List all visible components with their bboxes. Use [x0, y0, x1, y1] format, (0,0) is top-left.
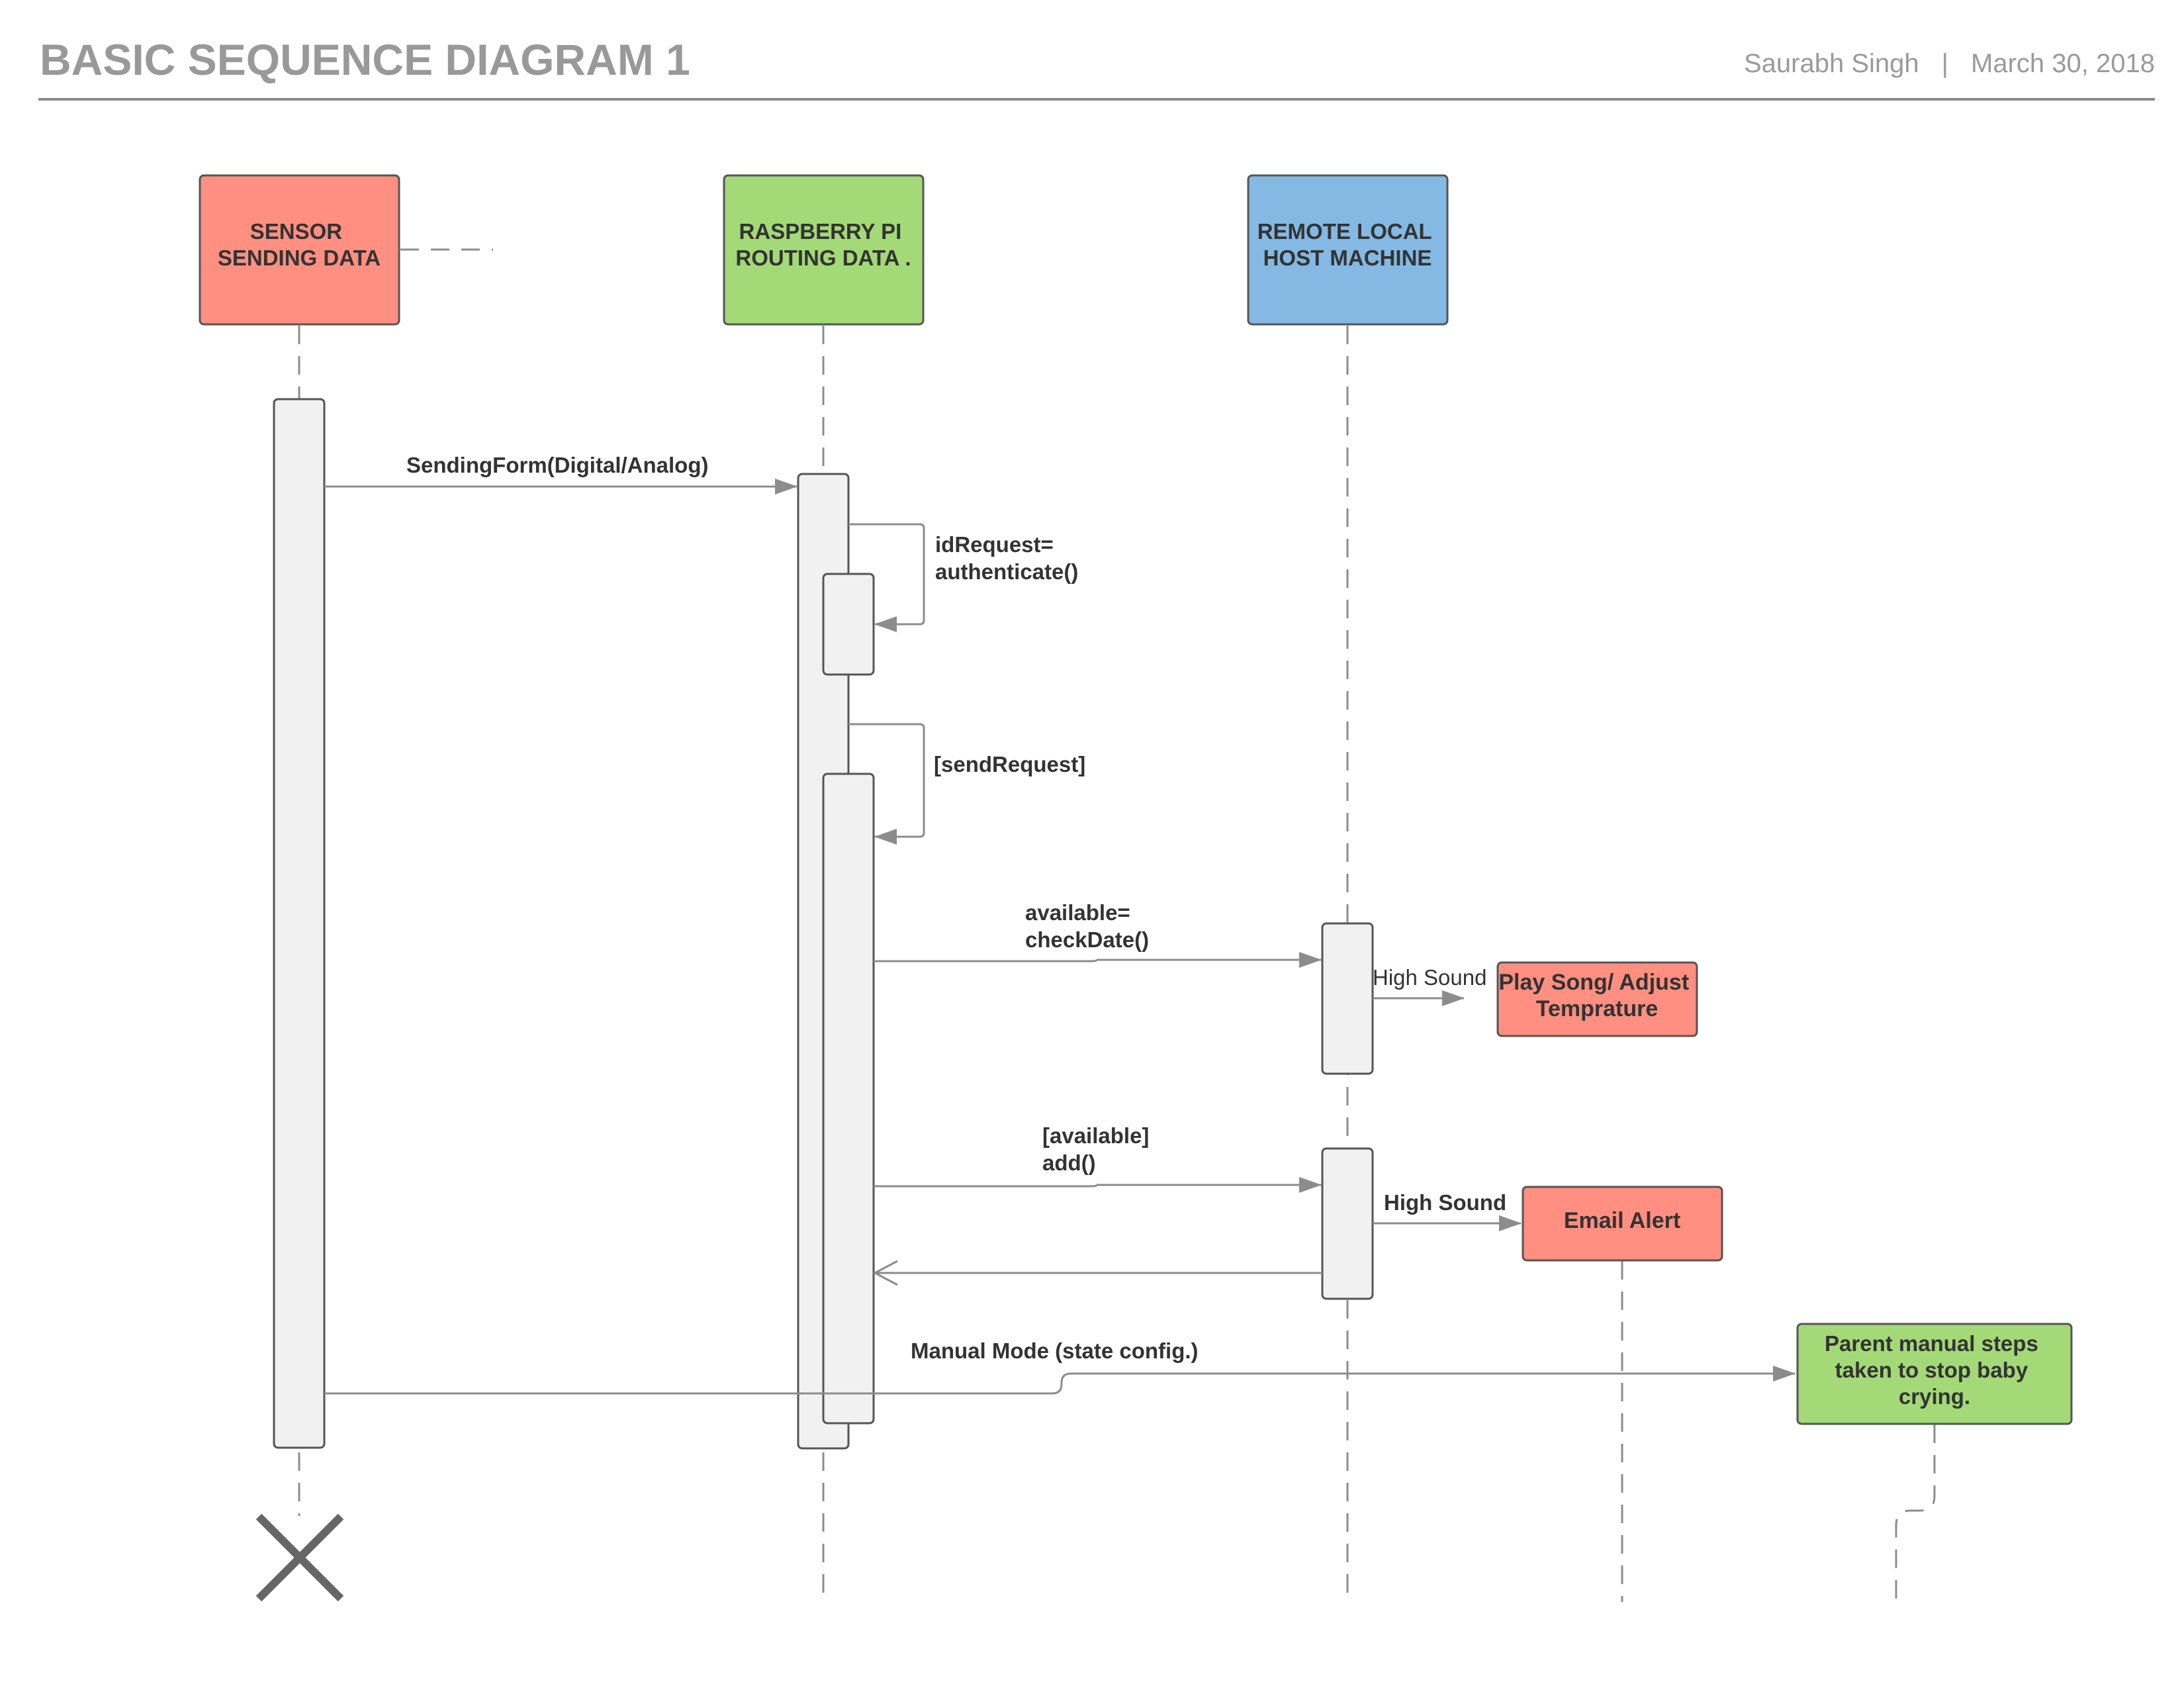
message-label-send-request: [sendRequest] [934, 752, 1085, 776]
participant-remote: REMOTE LOCAL HOST MACHINE [1247, 174, 1449, 326]
outcome-box-parent-steps [1796, 1323, 2073, 1425]
message-label-sending-form: SendingForm(Digital/Analog) [406, 453, 708, 477]
message-label-high-sound-2: High Sound [1384, 1190, 1506, 1215]
svg-text:Manual Mode (state config.): Manual Mode (state config.) [911, 1338, 1199, 1363]
date: March 30, 2018 [1971, 49, 2155, 78]
activation-remote-2 [1321, 1147, 1374, 1300]
participant-label-raspberry-2: ROUTING DATA . [735, 246, 911, 270]
svg-text:High Sound: High Sound [1373, 965, 1486, 990]
participant-label-raspberry-1: RASPBERRY PI [739, 219, 902, 244]
svg-text:SENSOR SENDING DATA: SENSOR SENDING DATA [218, 219, 381, 270]
participant-raspberry: RASPBERRY PI ROUTING DATA . [723, 174, 925, 326]
participant-sensor: SENSOR SENDING DATA [199, 174, 400, 326]
message-label-id-request-2: authenticate() [935, 559, 1078, 584]
svg-text:Email Alert: Email Alert [1564, 1208, 1680, 1233]
message-label-manual-mode: Manual Mode (state config.) [911, 1338, 1199, 1363]
diagram-title: BASIC SEQUENCE DIAGRAM 1 [40, 35, 690, 84]
outcome-label-parent-steps-1: Parent manual steps [1825, 1331, 2038, 1356]
activation-remote-1 [1321, 922, 1374, 1075]
message-label-add-1: [available] [1042, 1123, 1149, 1148]
header-rule [38, 98, 2155, 101]
outcome-box-play-song [1496, 961, 1698, 1037]
arrow-manual-mode [324, 1366, 1796, 1395]
svg-text:available= checkDate(): available= checkDate() [1025, 900, 1149, 952]
participant-box-sensor [199, 174, 400, 326]
header-meta: Saurabh Singh | March 30, 2018 [1744, 49, 2155, 79]
return-arrowhead [872, 1260, 898, 1286]
outcome-email-alert: Email Alert [1522, 1186, 1723, 1262]
outcome-label-parent-steps-3: crying. [1899, 1384, 1970, 1409]
activation-raspberry-send [822, 773, 875, 1425]
activation-raspberry-auth [822, 573, 875, 676]
message-label-add-2: add() [1042, 1150, 1096, 1175]
outcome-label-play-song-2: Temprature [1536, 996, 1659, 1021]
svg-text:Parent manual steps ta: Parent manual steps taken to stop baby c… [1825, 1331, 2044, 1409]
message-label-high-sound-1: High Sound [1373, 965, 1486, 990]
header-separator: | [1941, 49, 1949, 78]
message-arrows [324, 479, 1796, 1395]
message-labels: SendingForm(Digital/Analog) idRequest= a… [406, 453, 1506, 1363]
outcome-label-email-alert: Email Alert [1564, 1208, 1680, 1233]
svg-text:Play Song/ Adjust Temp: Play Song/ Adjust Temprature [1498, 970, 1695, 1021]
svg-text:REMOTE LOCAL HOST MAC: REMOTE LOCAL HOST MACHINE [1257, 219, 1438, 270]
destroy-x-icon [255, 1513, 344, 1602]
outcome-label-parent-steps-2: taken to stop baby [1835, 1358, 2028, 1382]
arrow-send-request [848, 723, 925, 845]
activation-sensor [273, 398, 326, 1449]
participant-box-remote [1247, 174, 1449, 326]
message-label-check-date-1: available= [1025, 900, 1130, 925]
participant-label-sensor-2: SENDING DATA [218, 246, 381, 270]
svg-text:SendingForm(Digital/Analog): SendingForm(Digital/Analog) [406, 453, 708, 477]
svg-text:idRequest= authenticat: idRequest= authenticate() [935, 532, 1078, 584]
participant-label-sensor-1: SENSOR [250, 219, 343, 244]
participant-label-remote-1: REMOTE LOCAL [1257, 219, 1432, 244]
arrow-id-request [848, 523, 925, 632]
message-label-id-request-1: idRequest= [935, 532, 1054, 557]
outcome-label-play-song-1: Play Song/ Adjust [1498, 970, 1689, 995]
participant-box-raspberry [723, 174, 925, 326]
svg-text:[sendRequest]: [sendRequest] [934, 752, 1085, 776]
svg-text:[available] add(): [available] add() [1042, 1123, 1156, 1175]
arrow-check-date [874, 952, 1322, 968]
svg-text:RASPBERRY PI ROUTING: RASPBERRY PI ROUTING DATA . [735, 219, 911, 270]
outcome-play-song: Play Song/ Adjust Temprature [1496, 961, 1698, 1037]
svg-text:High Sound: High Sound [1384, 1190, 1506, 1215]
outcome-parent-steps: Parent manual steps taken to stop baby c… [1796, 1323, 2073, 1425]
outcome-box-email-alert [1522, 1186, 1723, 1262]
lifeline-parent-steps [1895, 1425, 1936, 1602]
participant-label-remote-2: HOST MACHINE [1263, 246, 1432, 270]
author: Saurabh Singh [1744, 49, 1919, 78]
message-label-check-date-2: checkDate() [1025, 927, 1149, 952]
arrow-add [874, 1177, 1322, 1193]
activation-bars [273, 398, 1374, 1450]
